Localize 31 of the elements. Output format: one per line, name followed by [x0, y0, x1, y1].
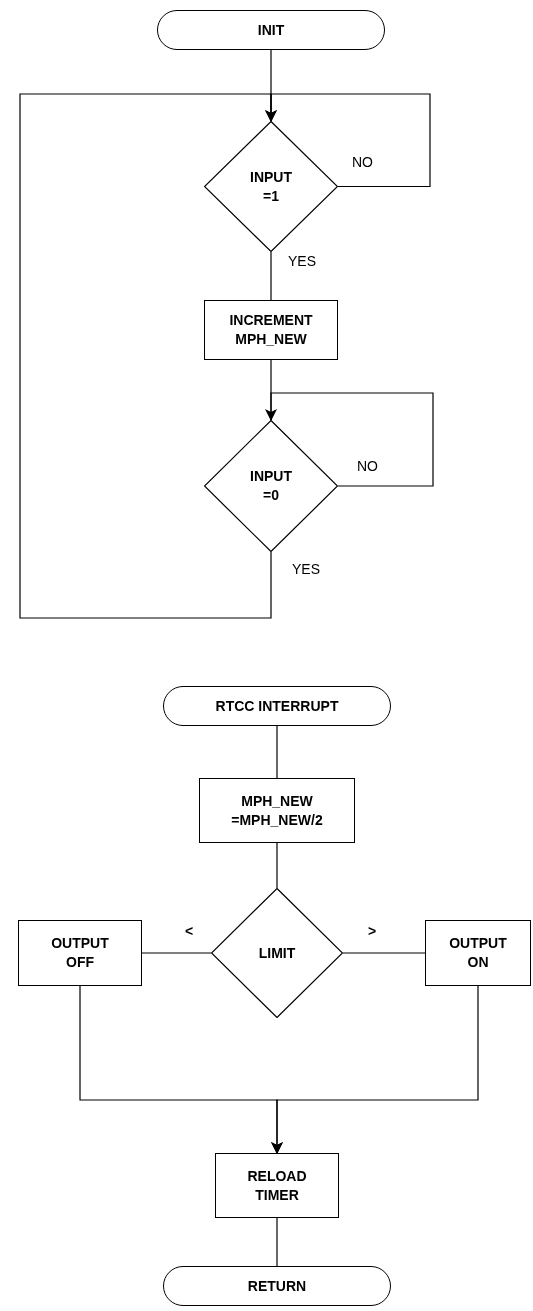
connector-line	[141, 952, 212, 954]
node-label: INCREMENT MPH_NEW	[228, 311, 314, 349]
arrow	[265, 392, 434, 487]
process-box	[204, 300, 338, 360]
arrow	[19, 93, 277, 619]
decision-diamond	[211, 888, 343, 1018]
connector-line	[276, 725, 278, 779]
arrow	[271, 985, 479, 1154]
process-box	[18, 920, 142, 986]
connector-line	[342, 952, 426, 954]
node-label: LIMIT	[258, 943, 296, 963]
node-label: OUTPUT ON	[448, 934, 508, 972]
connector-line	[270, 251, 272, 301]
decision-diamond	[204, 121, 338, 252]
process-box	[199, 778, 355, 843]
terminal-pill	[163, 686, 391, 726]
connector-line	[276, 842, 278, 889]
process-box	[425, 920, 531, 986]
node-label: OUTPUT OFF	[50, 934, 110, 972]
connector-line	[276, 1217, 278, 1267]
node-label: INPUT =1	[249, 167, 293, 206]
process-box	[215, 1153, 339, 1218]
decision-diamond	[204, 420, 338, 552]
node-label: MPH_NEW =MPH_NEW/2	[230, 791, 324, 830]
node-label: RTCC INTERRUPT	[215, 696, 339, 716]
node-label: INPUT =0	[249, 467, 293, 505]
terminal-pill	[163, 1266, 391, 1306]
terminal-pill	[157, 10, 385, 50]
node-label: INIT	[257, 20, 285, 40]
node-label: RETURN	[247, 1276, 307, 1296]
node-label: RELOAD TIMER	[246, 1166, 308, 1205]
